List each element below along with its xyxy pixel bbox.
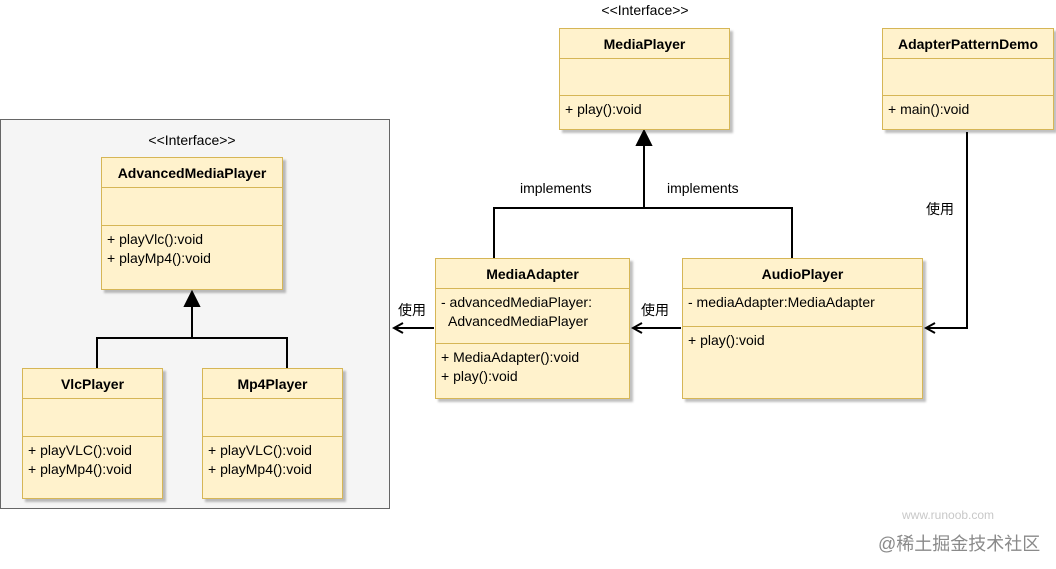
class-name: AdvancedMediaPlayer bbox=[102, 158, 282, 188]
dependency-edges bbox=[394, 132, 968, 328]
methods-section: + play():void bbox=[560, 96, 729, 123]
inheritance-edges bbox=[96, 289, 288, 368]
class-media-adapter[interactable]: MediaAdapter - advancedMediaPlayer: Adva… bbox=[435, 258, 630, 399]
methods-section: + playVlc():void + playMp4():void bbox=[102, 226, 282, 272]
member-line: + play():void bbox=[565, 101, 642, 117]
uses-label-audio-to-adapter: 使用 bbox=[641, 302, 669, 318]
methods-section: + MediaAdapter():void + play():void bbox=[436, 344, 629, 390]
methods-section: + playVLC():void + playMp4():void bbox=[23, 437, 162, 483]
member-line: + playVLC():void bbox=[28, 442, 132, 458]
attributes-section: - advancedMediaPlayer: AdvancedMediaPlay… bbox=[436, 289, 629, 344]
audio-player-implements-edge bbox=[644, 207, 793, 258]
class-name: AdapterPatternDemo bbox=[883, 29, 1053, 59]
member-line: + play():void bbox=[688, 332, 765, 348]
class-adapter-pattern-demo[interactable]: AdapterPatternDemo + main():void bbox=[882, 28, 1054, 130]
class-advanced-media-player[interactable]: AdvancedMediaPlayer + playVlc():void+ pl… bbox=[101, 157, 283, 290]
member-line: + playVlc():void bbox=[107, 231, 204, 247]
mp4-player-extends-edge bbox=[192, 337, 288, 368]
uses-label-adapter-to-advanced: 使用 bbox=[398, 302, 426, 318]
class-vlc-player[interactable]: VlcPlayer + playVLC():void + playMp4():vo… bbox=[22, 368, 163, 499]
vlc-player-extends-edge bbox=[96, 294, 193, 368]
attributes-section bbox=[102, 188, 282, 226]
member-line: - mediaAdapter:MediaAdapter bbox=[688, 294, 875, 310]
member-line: + playMp4():void bbox=[28, 461, 132, 477]
member-line: + play():void bbox=[441, 368, 518, 384]
member-line: + playVLC():void bbox=[208, 442, 312, 458]
member-line: - advancedMediaPlayer: bbox=[441, 294, 592, 310]
realization-edges bbox=[493, 128, 793, 258]
class-media-player[interactable]: MediaPlayer + play():void bbox=[559, 28, 730, 130]
demo-uses-audio-player-edge bbox=[926, 132, 968, 328]
uses-label-demo: 使用 bbox=[926, 201, 954, 217]
class-name: VlcPlayer bbox=[23, 369, 162, 399]
implements-label-right: implements bbox=[667, 180, 739, 196]
watermark-credit: @稀土掘金技术社区 bbox=[878, 534, 1041, 554]
class-name: MediaAdapter bbox=[436, 259, 629, 289]
extends-arrowhead bbox=[183, 289, 201, 307]
member-line: + main():void bbox=[888, 101, 970, 117]
watermark-site: www.runoob.com bbox=[902, 508, 995, 522]
class-name: MediaPlayer bbox=[560, 29, 729, 59]
methods-section: + playVLC():void + playMp4():void bbox=[203, 437, 342, 483]
member-line: + MediaAdapter():void bbox=[441, 349, 580, 365]
attributes-section: - mediaAdapter:MediaAdapter bbox=[683, 289, 922, 327]
attributes-section bbox=[560, 59, 729, 96]
implements-label-left: implements bbox=[520, 180, 592, 196]
member-line: AdvancedMediaPlayer bbox=[441, 313, 589, 329]
class-audio-player[interactable]: AudioPlayer - mediaAdapter:MediaAdapter … bbox=[682, 258, 923, 399]
methods-section: + main():void bbox=[883, 96, 1053, 123]
implements-arrowhead bbox=[635, 128, 653, 146]
class-mp4-player[interactable]: Mp4Player + playVLC():void + playMp4():vo… bbox=[202, 368, 343, 499]
class-name: Mp4Player bbox=[203, 369, 342, 399]
attributes-section bbox=[883, 59, 1053, 96]
media-adapter-implements-edge bbox=[493, 132, 645, 258]
member-line: + playMp4():void bbox=[208, 461, 312, 477]
media-player-stereotype: <<Interface>> bbox=[601, 2, 689, 18]
attributes-section bbox=[23, 399, 162, 437]
attributes-section bbox=[203, 399, 342, 437]
class-name: AudioPlayer bbox=[683, 259, 922, 289]
advanced-media-player-stereotype: <<Interface>> bbox=[148, 132, 236, 148]
methods-section: + play():void bbox=[683, 327, 922, 354]
member-line: + playMp4():void bbox=[107, 250, 211, 266]
